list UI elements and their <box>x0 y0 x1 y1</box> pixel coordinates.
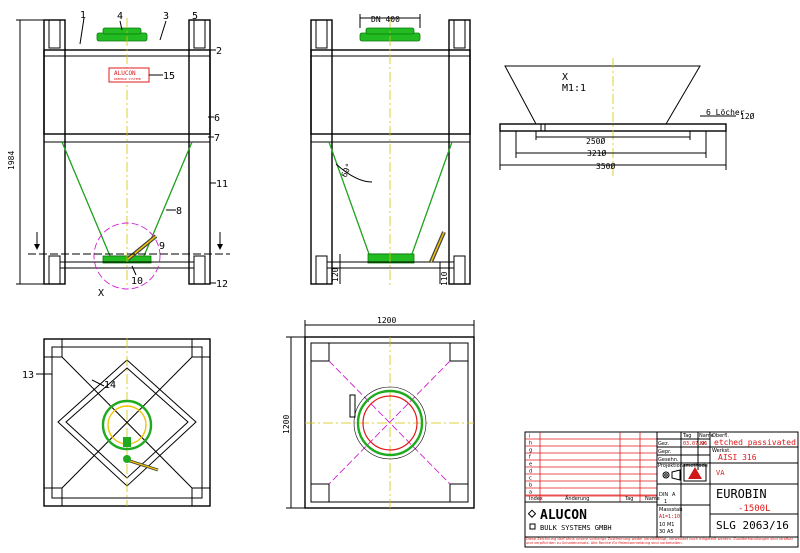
rev-row-letter: i <box>529 434 530 440</box>
callout-5: 5 <box>192 11 198 22</box>
dim-width-top: 1200 <box>377 316 396 325</box>
callout-14: 14 <box>104 380 116 391</box>
dim-d350: 350Ø <box>596 161 615 171</box>
rev-header-name: Name <box>645 496 660 502</box>
side-discharge <box>367 253 415 264</box>
callout-12: 12 <box>216 279 228 290</box>
dim-leg-right: 110 <box>440 271 449 286</box>
rev-row-letter: g <box>529 448 532 454</box>
tb-footer-note: Diese Zeichnung darf ohne unsere vorheri… <box>526 537 794 545</box>
side-body <box>310 49 471 135</box>
tb-oberfl-value: etched passivated <box>714 438 796 447</box>
rev-row-letter: d <box>529 469 532 475</box>
side-hopper <box>328 141 453 255</box>
rev-header-change: Änderung <box>565 495 589 502</box>
tb-din-label: DIN <box>659 492 668 498</box>
tb-din-num: 1 <box>664 499 667 505</box>
tb-drawing-number: SLG 2063/16 <box>716 519 789 532</box>
company-name: ALUCON <box>540 508 587 523</box>
top-right-lid-ring <box>356 389 424 457</box>
rev-row-letter: c <box>529 476 532 482</box>
detail-hopper <box>504 65 701 125</box>
tb-va-value: VA <box>716 469 725 477</box>
front-right-post <box>188 19 211 285</box>
tb-row-0-date: 03.07.96 <box>683 441 707 447</box>
tb-row-1-label: Gepr. <box>658 449 672 455</box>
tb-product-name: EUROBIN <box>716 487 767 501</box>
tb-date-header: Tag <box>682 433 691 439</box>
detail-x-circle <box>93 222 161 290</box>
tb-row-0-label: Gez. <box>658 441 670 447</box>
rev-row-letter: e <box>529 462 532 468</box>
tb-massstab-label: Massstab <box>659 507 682 513</box>
nameplate-sub: DREHBAR SYSTEME <box>114 77 141 81</box>
side-view: DN 400 60° 120 110 <box>310 14 471 286</box>
tb-din-value: A <box>672 492 676 498</box>
tb-massstab-value: A1=1:10 <box>659 514 680 520</box>
tb-row-2-label: Gesehn. <box>658 457 679 463</box>
detail-label: X <box>562 72 568 83</box>
tb-werk-value: AISI 316 <box>718 453 757 462</box>
callout-11: 11 <box>216 179 228 190</box>
tb-massstab-a: 10 M1 <box>659 522 674 528</box>
tb-name-header: Name <box>699 433 714 439</box>
rev-header-date: Tag <box>624 496 633 502</box>
rev-row-letter: b <box>529 483 532 489</box>
callout-15: 15 <box>163 71 175 82</box>
top-view-right: 1200 1200 <box>282 316 475 509</box>
callout-9: 9 <box>159 241 165 252</box>
callout-6: 6 <box>214 113 220 124</box>
dim-leg-left: 120 <box>331 267 340 282</box>
dim-width-side: 1200 <box>282 415 291 434</box>
tb-projection-label: Projektionsmethode <box>658 463 708 469</box>
callout-4: 4 <box>117 11 123 22</box>
tb-werk-label: Werkst. <box>712 448 731 454</box>
tb-massstab-b: 30 A5 <box>659 529 674 535</box>
dim-d250: 250Ø <box>586 136 605 146</box>
dim-height: 1984 <box>7 151 16 170</box>
callout-8: 8 <box>176 206 182 217</box>
detail-marker: X <box>98 288 104 299</box>
top-right-frame <box>304 336 475 509</box>
top-view-left: 13 14 <box>22 338 211 507</box>
nameplate-brand: ALUCON <box>114 70 136 77</box>
callout-7: 7 <box>214 133 220 144</box>
rev-row-letter: a <box>529 490 532 496</box>
top-left-outlet <box>101 399 153 451</box>
rev-header-index: Index <box>529 496 543 502</box>
callout-3: 3 <box>163 11 169 22</box>
callout-10: 10 <box>131 276 143 287</box>
tb-product-variant: -1500L <box>738 504 771 514</box>
dim-holes: 6 Löcher <box>706 108 745 117</box>
detail-x-view: X M1:1 250Ø 321Ø 350Ø 6 Löcher 12Ø <box>499 58 755 176</box>
front-left-post <box>43 19 66 285</box>
dim-dn: DN 400 <box>371 15 400 24</box>
callout-1: 1 <box>80 10 86 21</box>
dim-hole-d: 12Ø <box>740 111 755 121</box>
rev-row-letter: f <box>529 455 531 461</box>
rev-row-letter: h <box>529 441 532 447</box>
tb-oberfl-label: Oberfl. <box>712 433 729 439</box>
front-view: ALUCON DREHBAR SYSTEME 1984 1 4 3 5 2 15… <box>7 10 230 299</box>
company-sub: BULK SYSTEMS GMBH <box>540 524 612 532</box>
dim-d321: 321Ø <box>587 148 606 158</box>
tb-row-0-name: KK <box>700 441 706 447</box>
detail-scale: M1:1 <box>562 83 586 94</box>
callout-13: 13 <box>22 370 34 381</box>
callout-2: 2 <box>216 46 222 57</box>
